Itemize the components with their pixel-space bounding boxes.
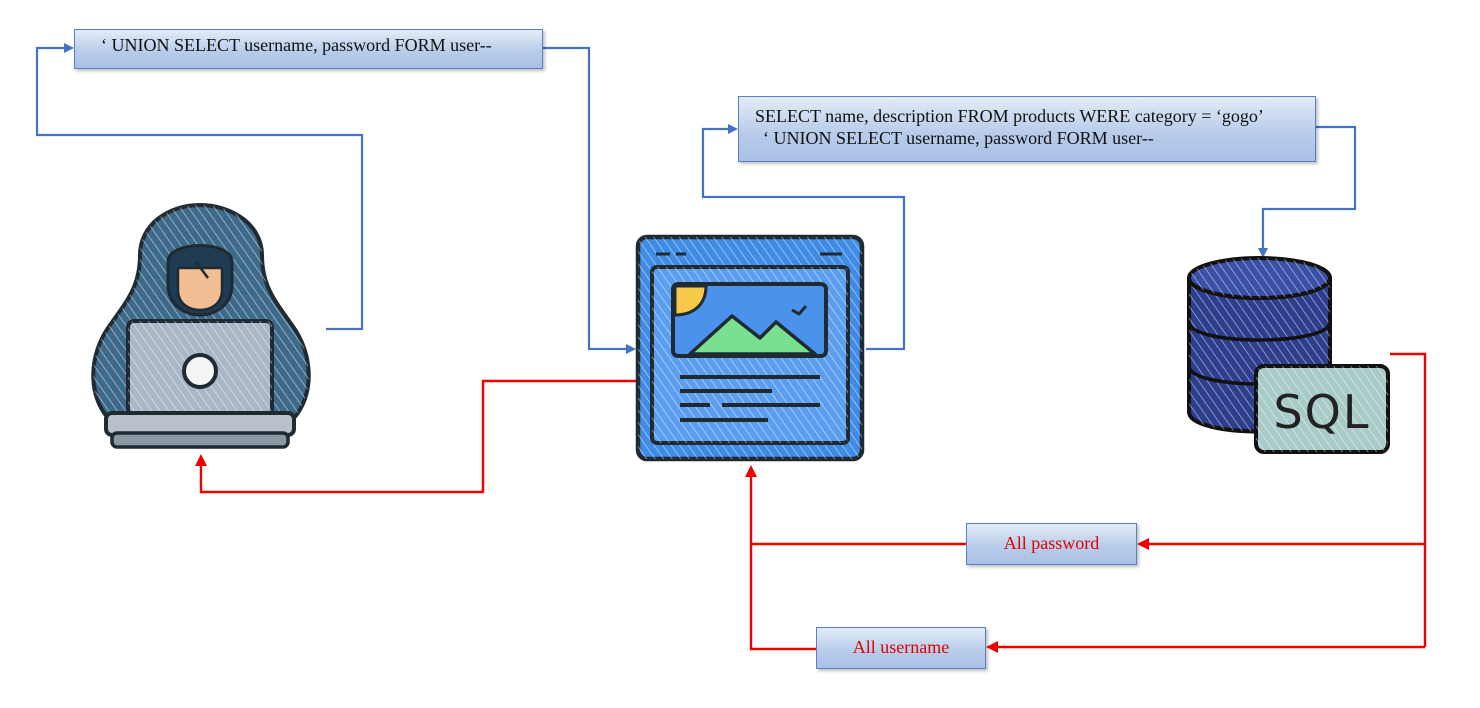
arrow-query-to-database [1258, 125, 1357, 258]
arrow-hacker-to-payload [35, 43, 364, 331]
arrow-username-to-webpage [745, 465, 816, 651]
arrow-payload-to-webpage [543, 46, 636, 354]
sql-database-icon [1187, 256, 1390, 454]
query-line-2: ‘ UNION SELECT username, password FORM u… [763, 128, 1154, 148]
query-line-1: SELECT name, description FROM products W… [755, 106, 1264, 126]
sql-badge-label: SQL [1273, 385, 1370, 439]
all-password-label: All password [1003, 533, 1100, 553]
request-flow [35, 43, 1357, 354]
all-username-label: All username [852, 637, 950, 657]
payload-box: ‘ UNION SELECT username, password FORM u… [74, 29, 543, 69]
all-password-box: All password [966, 523, 1137, 565]
arrow-database-out [1390, 352, 1427, 647]
response-flow [195, 352, 1427, 653]
payload-text: ‘ UNION SELECT username, password FORM u… [101, 35, 492, 55]
browser-window-icon [635, 234, 865, 462]
arrow-webpage-to-query [701, 124, 906, 351]
hooded-hacker-laptop-icon [91, 203, 311, 449]
all-username-box: All username [816, 627, 986, 669]
query-box: SELECT name, description FROM products W… [738, 96, 1316, 162]
arrow-webpage-to-hacker [195, 379, 636, 494]
